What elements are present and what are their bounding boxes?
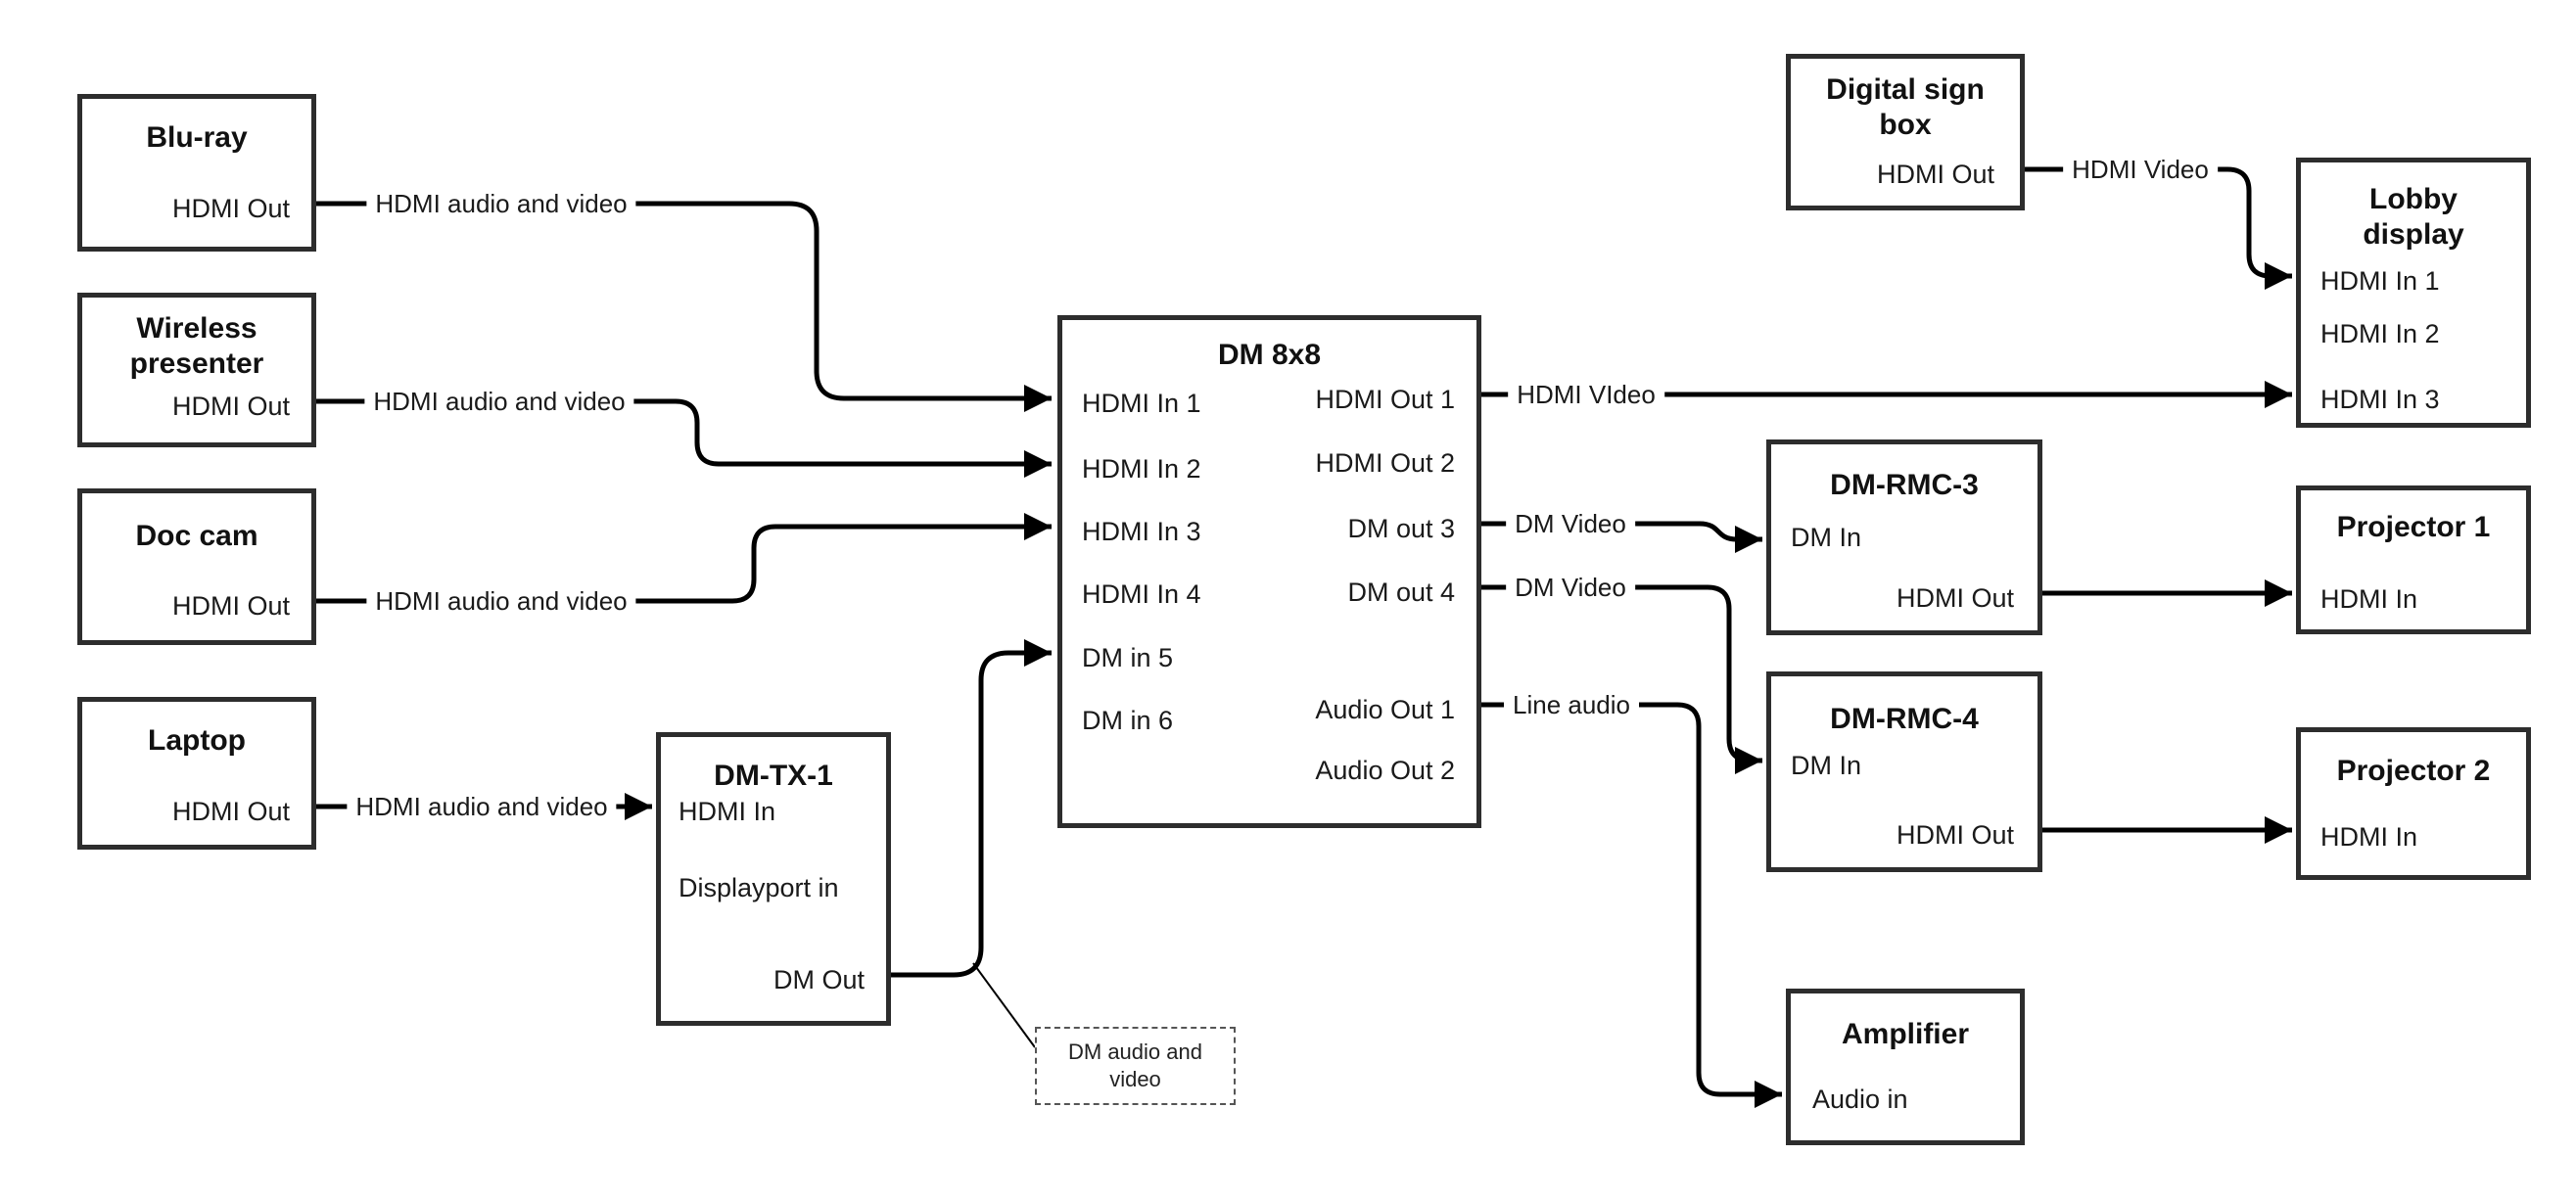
wireless-port-hdmi-out: HDMI Out bbox=[171, 392, 290, 421]
edge-digitalsign-to-lobby-in1 bbox=[2025, 166, 2292, 290]
dm-8x8-port-audio-out-1: Audio Out 1 bbox=[1315, 695, 1455, 724]
edge-label-hdmi-out-1: HDMI VIdeo bbox=[1508, 378, 1664, 411]
lobby-display-box: Lobby display HDMI In 1 HDMI In 2 HDMI I… bbox=[2296, 158, 2531, 428]
dm-rmc-3-title: DM-RMC-3 bbox=[1830, 469, 1979, 501]
amplifier-port-audio-in: Audio in bbox=[1812, 1085, 1908, 1114]
lobby-port-hdmi-in-3: HDMI In 3 bbox=[2320, 385, 2440, 414]
projector-2-title: Projector 2 bbox=[2336, 755, 2491, 787]
dm-tx-1-port-displayport-in: Displayport in bbox=[679, 873, 839, 902]
dm-rmc-3-port-dm-in: DM In bbox=[1791, 523, 1862, 552]
dm-rmc-4-port-dm-in: DM In bbox=[1791, 751, 1862, 780]
laptop-title: Laptop bbox=[148, 724, 246, 757]
edge-dmtx1-to-dm8x8-in5 bbox=[891, 639, 1052, 978]
wireless-presenter-box: Wireless presenter HDMI Out bbox=[77, 293, 316, 447]
edge-dm8x8-out3-to-dmrmc3 bbox=[1481, 521, 1762, 553]
dm-rmc-4-box: DM-RMC-4 DM In HDMI Out bbox=[1766, 671, 2042, 872]
projector-1-title: Projector 1 bbox=[2336, 511, 2491, 543]
dm-8x8-port-dm-out-3: DM out 3 bbox=[1347, 514, 1455, 543]
edge-label-dm-out-4: DM Video bbox=[1506, 571, 1635, 604]
amplifier-title: Amplifier bbox=[1841, 1018, 1970, 1050]
wireless-presenter-title: Wireless presenter bbox=[129, 312, 264, 380]
dm-8x8-port-dm-in-5: DM in 5 bbox=[1082, 643, 1174, 672]
doc-cam-box: Doc cam HDMI Out bbox=[77, 488, 316, 645]
laptop-port-hdmi-out: HDMI Out bbox=[171, 797, 290, 826]
edge-label-laptop: HDMI audio and video bbox=[347, 790, 617, 823]
projector-2-port-hdmi-in: HDMI In bbox=[2320, 822, 2418, 852]
dm-rmc-4-port-hdmi-out: HDMI Out bbox=[1896, 820, 2014, 850]
dm-8x8-title: DM 8x8 bbox=[1217, 339, 1322, 371]
edge-label-dm-out-3: DM Video bbox=[1506, 507, 1635, 540]
edge-label-doccam: HDMI audio and video bbox=[366, 584, 636, 618]
dm-8x8-port-hdmi-in-4: HDMI In 4 bbox=[1082, 579, 1201, 609]
projector-2-box: Projector 2 HDMI In bbox=[2296, 727, 2531, 880]
digital-sign-title: Digital sign box bbox=[1826, 73, 1985, 141]
dm-tx-1-port-dm-out: DM Out bbox=[773, 965, 865, 994]
doc-cam-port-hdmi-out: HDMI Out bbox=[171, 591, 290, 621]
bluray-title: Blu-ray bbox=[146, 121, 248, 154]
lobby-port-hdmi-in-2: HDMI In 2 bbox=[2320, 319, 2440, 348]
amplifier-box: Amplifier Audio in bbox=[1786, 989, 2025, 1145]
note-leader-line bbox=[972, 962, 1036, 1048]
edge-wireless-to-dm8x8-in2 bbox=[315, 398, 1052, 478]
dm-tx-1-port-hdmi-in: HDMI In bbox=[679, 797, 776, 826]
edge-dm8x8-aout1-to-amp bbox=[1481, 702, 1782, 1108]
edge-label-bluray: HDMI audio and video bbox=[366, 187, 636, 220]
edge-label-audio-out-1: Line audio bbox=[1504, 688, 1639, 721]
dm-tx-1-title: DM-TX-1 bbox=[714, 760, 833, 792]
edge-dm8x8-out4-to-dmrmc4 bbox=[1481, 584, 1762, 774]
dm-audio-video-note: DM audio and video bbox=[1035, 1027, 1236, 1105]
edge-label-wireless: HDMI audio and video bbox=[364, 385, 634, 418]
dm-tx-1-box: DM-TX-1 HDMI In Displayport in DM Out bbox=[656, 732, 891, 1026]
dm-rmc-4-title: DM-RMC-4 bbox=[1830, 703, 1979, 735]
bluray-box: Blu-ray HDMI Out bbox=[77, 94, 316, 252]
projector-1-box: Projector 1 HDMI In bbox=[2296, 485, 2531, 634]
lobby-port-hdmi-in-1: HDMI In 1 bbox=[2320, 266, 2440, 296]
dm-8x8-port-hdmi-in-3: HDMI In 3 bbox=[1082, 517, 1201, 546]
laptop-box: Laptop HDMI Out bbox=[77, 697, 316, 850]
dm-8x8-port-hdmi-out-2: HDMI Out 2 bbox=[1315, 448, 1455, 478]
bluray-port-hdmi-out: HDMI Out bbox=[171, 194, 290, 223]
digital-sign-port-hdmi-out: HDMI Out bbox=[1876, 160, 1994, 189]
dm-8x8-port-hdmi-in-2: HDMI In 2 bbox=[1082, 454, 1201, 484]
edge-doccam-to-dm8x8-in3 bbox=[315, 513, 1052, 604]
dm-8x8-port-dm-out-4: DM out 4 bbox=[1347, 577, 1455, 607]
digital-sign-box: Digital sign box HDMI Out bbox=[1786, 54, 2025, 210]
projector-1-port-hdmi-in: HDMI In bbox=[2320, 584, 2418, 614]
dm-rmc-3-port-hdmi-out: HDMI Out bbox=[1896, 583, 2014, 613]
doc-cam-title: Doc cam bbox=[135, 520, 258, 552]
lobby-display-title: Lobby display bbox=[2363, 183, 2464, 251]
dm-8x8-port-hdmi-out-1: HDMI Out 1 bbox=[1315, 385, 1455, 414]
dm-8x8-port-audio-out-2: Audio Out 2 bbox=[1315, 756, 1455, 785]
edge-label-digital-sign: HDMI Video bbox=[2063, 153, 2218, 186]
dm-rmc-3-box: DM-RMC-3 DM In HDMI Out bbox=[1766, 439, 2042, 635]
dm-8x8-box: DM 8x8 HDMI In 1 HDMI In 2 HDMI In 3 HDM… bbox=[1057, 315, 1481, 828]
dm-8x8-port-dm-in-6: DM in 6 bbox=[1082, 706, 1174, 735]
dm-audio-video-note-text: DM audio and video bbox=[1068, 1039, 1202, 1091]
edge-bluray-to-dm8x8-in1 bbox=[315, 201, 1052, 412]
dm-8x8-port-hdmi-in-1: HDMI In 1 bbox=[1082, 389, 1201, 418]
